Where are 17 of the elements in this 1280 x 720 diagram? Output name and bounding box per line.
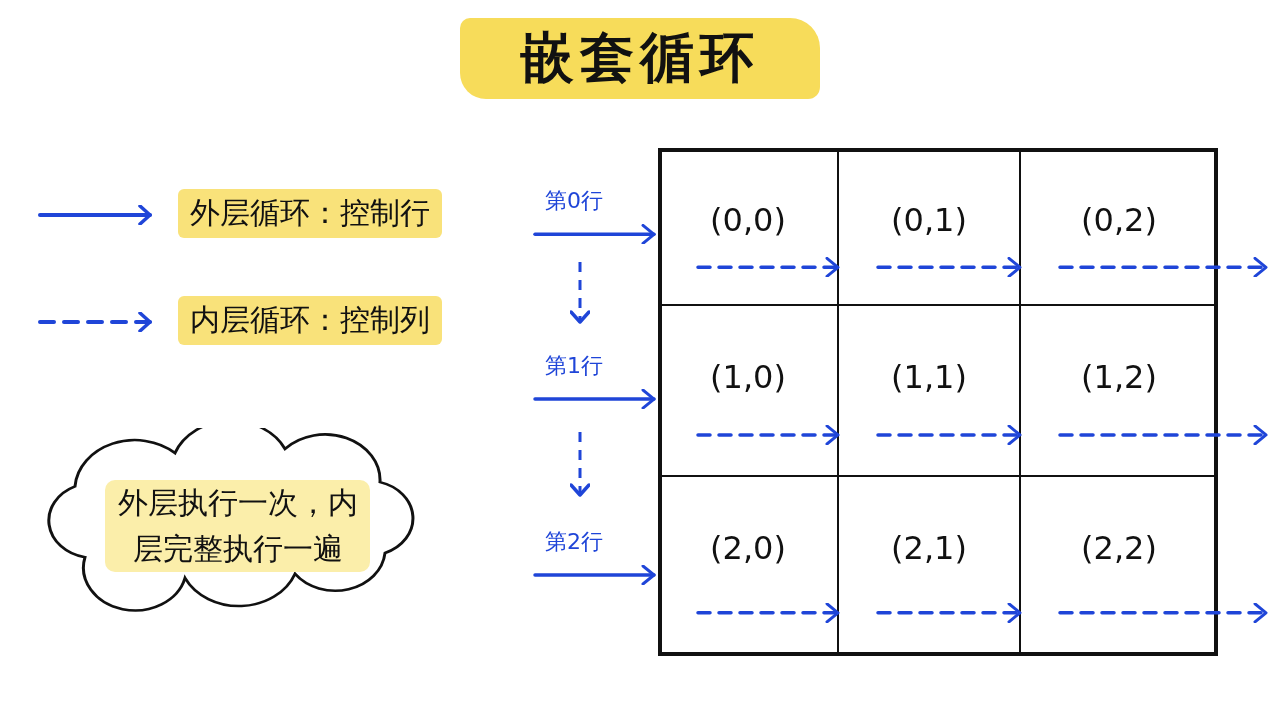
arrow bbox=[1058, 602, 1268, 624]
arrow bbox=[533, 223, 656, 245]
table-cell: (1,1) bbox=[838, 305, 1020, 476]
arrow bbox=[696, 424, 840, 446]
arrow bbox=[876, 424, 1022, 446]
arrow bbox=[696, 256, 840, 278]
arrow bbox=[876, 602, 1022, 624]
legend-label: 内层循环：控制列 bbox=[178, 296, 442, 345]
arrow bbox=[1058, 256, 1268, 278]
arrow bbox=[533, 388, 656, 410]
title: 嵌套循环 bbox=[460, 18, 820, 99]
legend-label: 外层循环：控制行 bbox=[178, 189, 442, 238]
arrow bbox=[533, 564, 656, 586]
cloud-text: 外层执行一次，内层完整执行一遍 bbox=[105, 480, 370, 572]
arrow bbox=[876, 256, 1022, 278]
arrow bbox=[1058, 424, 1268, 446]
arrow bbox=[696, 602, 840, 624]
